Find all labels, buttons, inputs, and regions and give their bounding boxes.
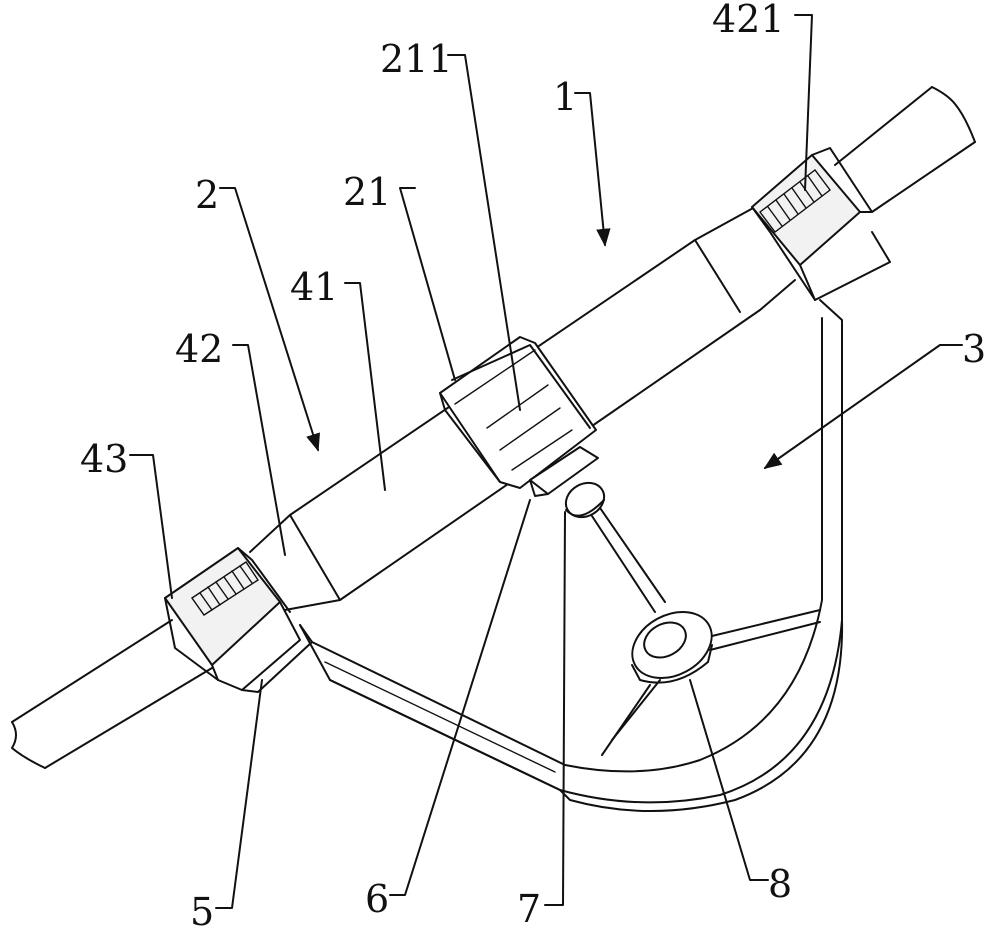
label-5: 5 xyxy=(190,890,214,927)
hub-ring xyxy=(631,610,713,684)
label-2: 2 xyxy=(195,173,219,217)
label-7: 7 xyxy=(517,887,541,927)
label-21: 21 xyxy=(343,170,391,214)
label-41: 41 xyxy=(290,265,338,309)
leader-lines xyxy=(129,14,963,909)
label-8: 8 xyxy=(768,862,792,906)
label-421: 421 xyxy=(712,0,785,41)
clamp-right xyxy=(751,147,891,301)
label-211: 211 xyxy=(380,37,453,81)
clamp-middle xyxy=(439,336,599,497)
label-42: 42 xyxy=(175,327,223,371)
label-3: 3 xyxy=(962,327,986,371)
label-1: 1 xyxy=(553,75,577,119)
reference-labels: 1 2 3 21 211 41 42 43 421 5 6 7 8 xyxy=(80,0,986,927)
ball-joint xyxy=(564,481,606,519)
label-6: 6 xyxy=(365,877,389,921)
pipe-right-segment xyxy=(834,86,976,213)
clamp-left xyxy=(164,547,313,693)
pipe-left-segment xyxy=(11,619,213,769)
support-frame xyxy=(299,299,844,812)
label-43: 43 xyxy=(80,437,128,481)
